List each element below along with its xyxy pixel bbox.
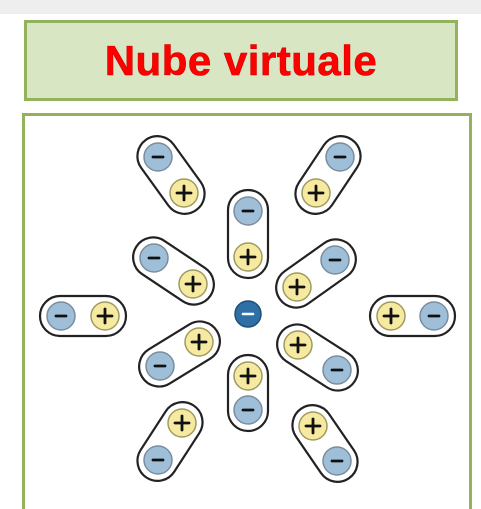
positive-sign bbox=[304, 417, 322, 435]
positive-sign bbox=[307, 184, 325, 202]
positive-sign bbox=[175, 184, 193, 202]
dipole-capsule bbox=[291, 404, 359, 483]
dipole-capsule bbox=[138, 320, 221, 388]
dipole-capsule bbox=[136, 401, 204, 482]
positive-sign bbox=[96, 307, 114, 325]
dipole-bottom-left bbox=[136, 401, 204, 482]
dipole-top-left bbox=[136, 135, 206, 215]
title-box: Nube virtuale bbox=[24, 20, 458, 101]
dipole-capsule bbox=[132, 236, 215, 306]
dipole-bottom bbox=[226, 353, 270, 433]
positive-sign bbox=[184, 275, 202, 293]
dipole-capsule bbox=[275, 238, 357, 309]
dipole-right bbox=[368, 294, 457, 338]
positive-sign bbox=[173, 414, 191, 432]
positive-sign bbox=[190, 333, 208, 351]
dipole-upper-left bbox=[132, 236, 215, 306]
positive-sign bbox=[289, 336, 307, 354]
positive-sign bbox=[239, 367, 257, 385]
dipole-top bbox=[226, 188, 270, 280]
dipole-upper-right bbox=[275, 238, 357, 309]
dipole-top-right bbox=[294, 135, 362, 215]
dipole-capsule bbox=[276, 323, 359, 392]
dipole-left bbox=[38, 294, 128, 338]
positive-sign bbox=[288, 278, 306, 296]
positive-sign bbox=[239, 248, 257, 266]
positive-sign bbox=[382, 307, 400, 325]
top-strip bbox=[0, 0, 481, 14]
dipole-capsule bbox=[294, 135, 362, 215]
dipole-bottom-right bbox=[291, 404, 359, 483]
dipole-lower-left bbox=[138, 320, 221, 388]
page-title: Nube virtuale bbox=[104, 36, 378, 84]
dipole-lower-right bbox=[276, 323, 359, 392]
dipole-capsule bbox=[136, 135, 206, 215]
central-ion bbox=[234, 300, 262, 328]
